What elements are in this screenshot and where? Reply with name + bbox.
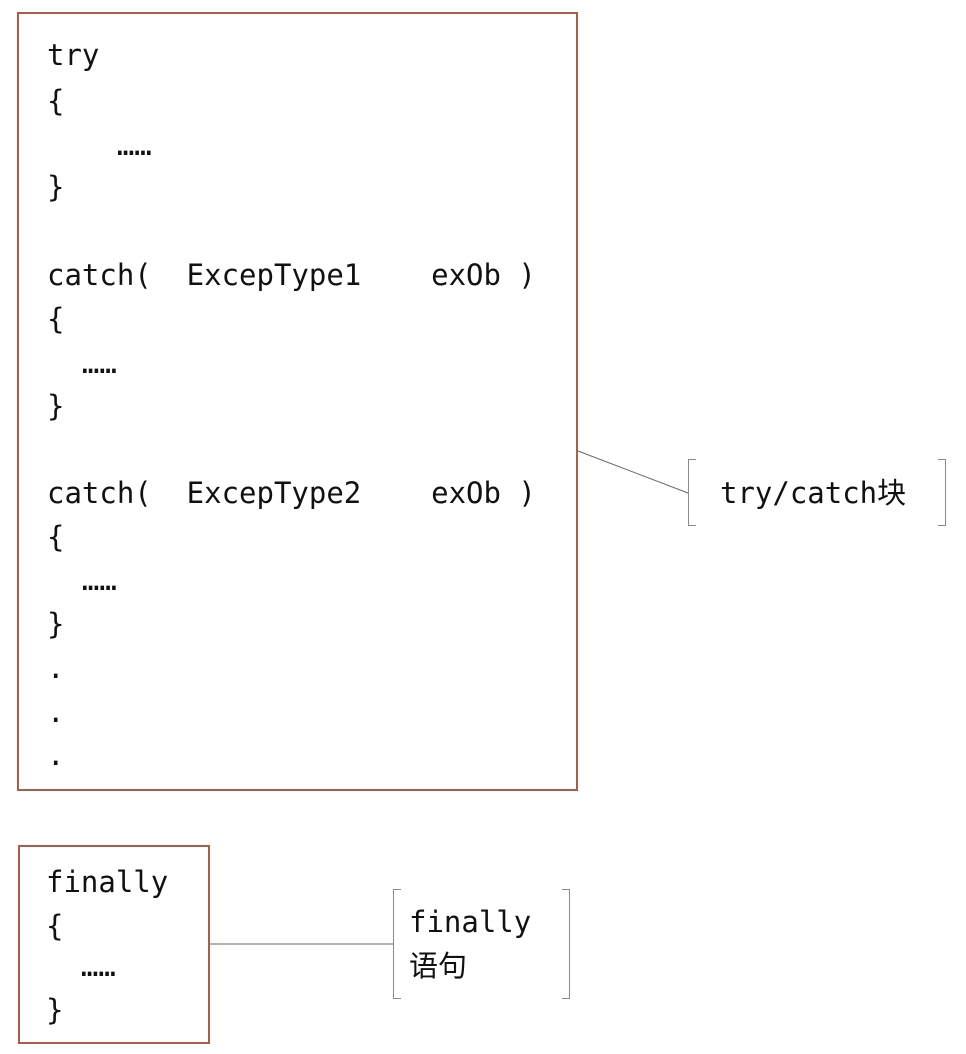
code-line-close-brace: } <box>46 993 64 1027</box>
code-line-ellipsis: …… <box>47 128 152 162</box>
code-line-ellipsis: …… <box>47 346 117 380</box>
finally-code-box: finally { …… } <box>18 845 210 1044</box>
code-line-open-brace: { <box>47 302 65 336</box>
callout-bracket-right <box>562 889 570 999</box>
code-line-open-brace: { <box>47 520 65 554</box>
code-line-try: try <box>47 38 100 72</box>
code-line-open-brace: { <box>46 909 64 943</box>
code-line-dot: . <box>47 651 65 685</box>
code-line-catch-2: catch( ExcepType2 exOb ) <box>47 476 536 510</box>
code-line-ellipsis: …… <box>46 949 116 983</box>
finally-label-line1: finally <box>409 905 532 939</box>
code-line-catch-1: catch( ExcepType1 exOb ) <box>47 258 536 292</box>
callout-bracket-left <box>393 889 401 999</box>
code-line-open-brace: { <box>47 84 65 118</box>
code-line-close-brace: } <box>47 607 65 641</box>
code-line-dot: . <box>47 738 65 772</box>
try-catch-code-box: try { …… } catch( ExcepType1 exOb ) { ……… <box>17 12 578 791</box>
try-catch-label: try/catch块 <box>720 476 907 510</box>
code-line-ellipsis: …… <box>47 563 117 597</box>
finally-label-line2: 语句 <box>409 949 468 983</box>
code-line-close-brace: } <box>47 170 65 204</box>
callout-bracket-left <box>688 459 696 526</box>
code-line-dot: . <box>47 695 65 729</box>
callout-bracket-right <box>938 459 946 526</box>
code-line-finally: finally <box>46 865 169 899</box>
try-catch-connector <box>577 450 689 494</box>
code-line-close-brace: } <box>47 389 65 423</box>
